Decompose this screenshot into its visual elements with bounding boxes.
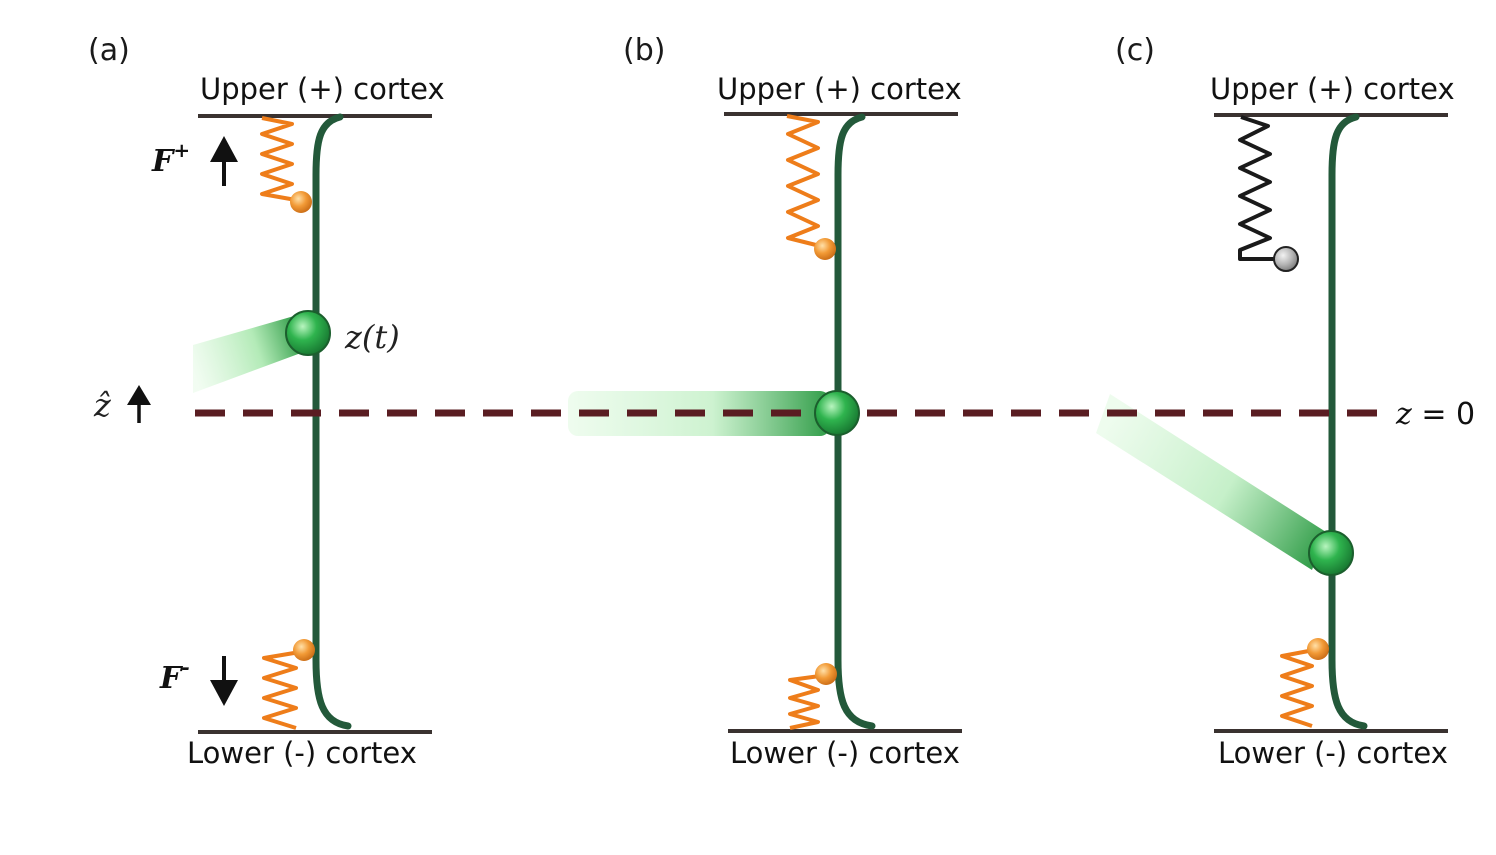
z-axis-arrow-icon xyxy=(127,385,151,423)
panel-a-upper-spring-icon xyxy=(260,116,297,202)
midline-label: z = 0 xyxy=(1395,397,1475,432)
panel-c-lower-motor-bead xyxy=(1307,638,1329,660)
panel-a-spindle-pole xyxy=(285,310,331,356)
panel-b-microtubule xyxy=(834,113,876,730)
panel-c: (c) Upper (+) cortex Lower (-) cortex xyxy=(1096,33,1455,770)
panel-b-spindle-pole xyxy=(814,390,860,436)
panel-b-lower-motor-bead xyxy=(815,663,837,685)
panel-a-label: (a) xyxy=(88,33,130,68)
panel-c-detached-motor-bead xyxy=(1273,246,1299,272)
panel-c-microtubule xyxy=(1328,113,1368,730)
panel-b-upper-spring-icon xyxy=(786,114,821,248)
force-down-arrow-icon xyxy=(210,656,238,706)
panel-b-upper-cortex-label: Upper (+) cortex xyxy=(717,72,962,106)
panel-a-lower-spring-icon xyxy=(262,650,301,730)
force-down-label: F- xyxy=(159,655,190,696)
panel-c-lower-spring-icon xyxy=(1280,648,1315,728)
panel-c-motion-trail xyxy=(1096,394,1326,570)
force-up-arrow-icon xyxy=(210,136,238,186)
panel-a-lower-cortex-label: Lower (-) cortex xyxy=(187,736,417,770)
force-up-label: F+ xyxy=(151,138,190,179)
z-axis-label: ẑ xyxy=(93,386,112,424)
panel-b-lower-spring-icon xyxy=(788,674,821,730)
panel-b-upper-motor-bead xyxy=(814,238,836,260)
panel-b: (b) Upper (+) cortex Lower (-) cortex xyxy=(568,33,962,770)
panel-a-microtubule xyxy=(312,113,352,730)
panel-a-lower-motor-bead xyxy=(293,639,315,661)
panel-a: (a) Upper (+) cortex Lower (-) cortex z(… xyxy=(88,33,445,770)
panel-b-lower-cortex-label: Lower (-) cortex xyxy=(730,736,960,770)
panel-c-detached-spring-icon xyxy=(1238,115,1276,261)
panel-b-label: (b) xyxy=(623,33,665,68)
panel-c-upper-cortex-label: Upper (+) cortex xyxy=(1210,72,1455,106)
panel-c-spindle-pole xyxy=(1308,530,1354,576)
panel-a-upper-cortex-label: Upper (+) cortex xyxy=(200,72,445,106)
panel-a-upper-motor-bead xyxy=(290,191,312,213)
panel-a-position-label: z(t) xyxy=(344,318,400,356)
panel-c-lower-cortex-label: Lower (-) cortex xyxy=(1218,736,1448,770)
panel-c-label: (c) xyxy=(1115,33,1155,68)
panel-a-motion-trail xyxy=(193,314,309,393)
